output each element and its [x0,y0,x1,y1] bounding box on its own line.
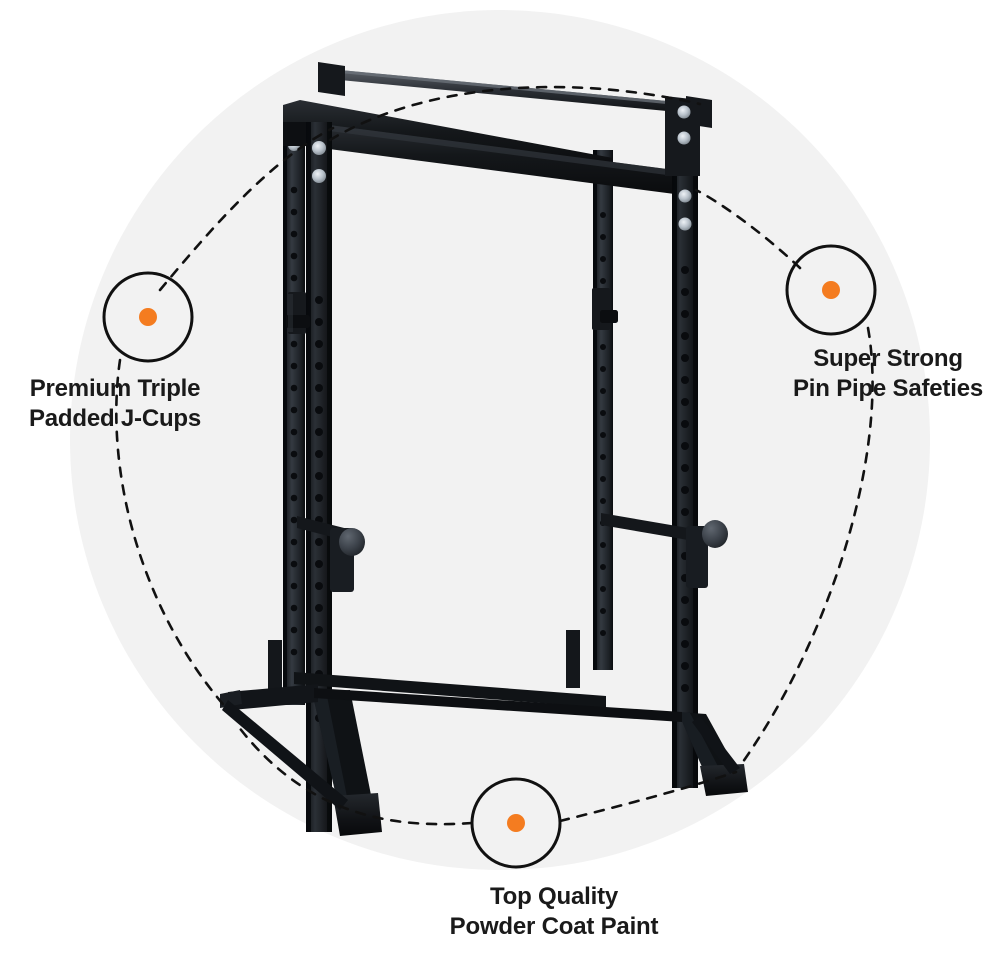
connector-jcups-down [115,358,230,712]
power-rack-illustration [220,62,748,836]
callout-label-j-cups: Premium Triple Padded J-Cups [10,374,220,434]
connector-lines [115,85,874,826]
callout-ring-safeties [785,244,877,336]
j-cup-left [286,292,310,334]
callout-dot-safeties [822,281,840,299]
callout-marker-paint[interactable] [470,777,562,869]
rack-top-right-bracket [665,96,700,176]
connector-top-arc [328,85,702,142]
callout-label-safeties: Super Strong Pin Pipe Safeties [776,344,1000,404]
callout-label-j-cups-line2: Padded J-Cups [28,404,202,432]
callout-ring-paint [470,777,562,869]
rack-foot-left [220,684,382,836]
rack-bolt [678,217,692,231]
callout-dot-j-cups [139,308,157,326]
connector-safeties-down [738,326,874,768]
pin-pipe-safety-left [297,516,365,592]
rack-top-left-corner [283,122,306,146]
rack-rear-base-brace [294,672,606,708]
callout-label-safeties-line1: Super Strong [813,345,963,372]
rack-bolt [312,169,326,183]
pullup-bar-bracket-left [318,62,345,96]
rack-bolt [678,189,692,203]
callout-marker-j-cups[interactable] [102,271,194,363]
rack-bolt [312,141,326,155]
callout-marker-safeties[interactable] [785,244,877,336]
pin-pipe-safety-right [601,513,728,588]
rack-upright-front-right [672,172,698,788]
connector-paint-left [236,724,474,826]
callout-label-j-cups-line1: Premium Triple [29,375,201,402]
rack-rear-tab-left [268,640,282,694]
callout-label-paint-line2: Powder Coat Paint [449,912,659,940]
callout-label-paint-line1: Top Quality [489,883,619,910]
callout-label-paint: Top Quality Powder Coat Paint [404,882,704,942]
callout-dot-paint [507,814,525,832]
rack-upright-back-left [283,105,305,705]
callout-ring-j-cups [102,271,194,363]
j-cup-right [592,288,618,330]
rack-upright-back-right [593,150,613,670]
connector-safeties-to-rack [694,188,802,270]
connector-paint-right [558,770,738,823]
rack-rear-tab-right [566,630,580,688]
callout-markers [102,244,877,869]
callout-label-safeties-line2: Pin Pipe Safeties [792,374,983,402]
